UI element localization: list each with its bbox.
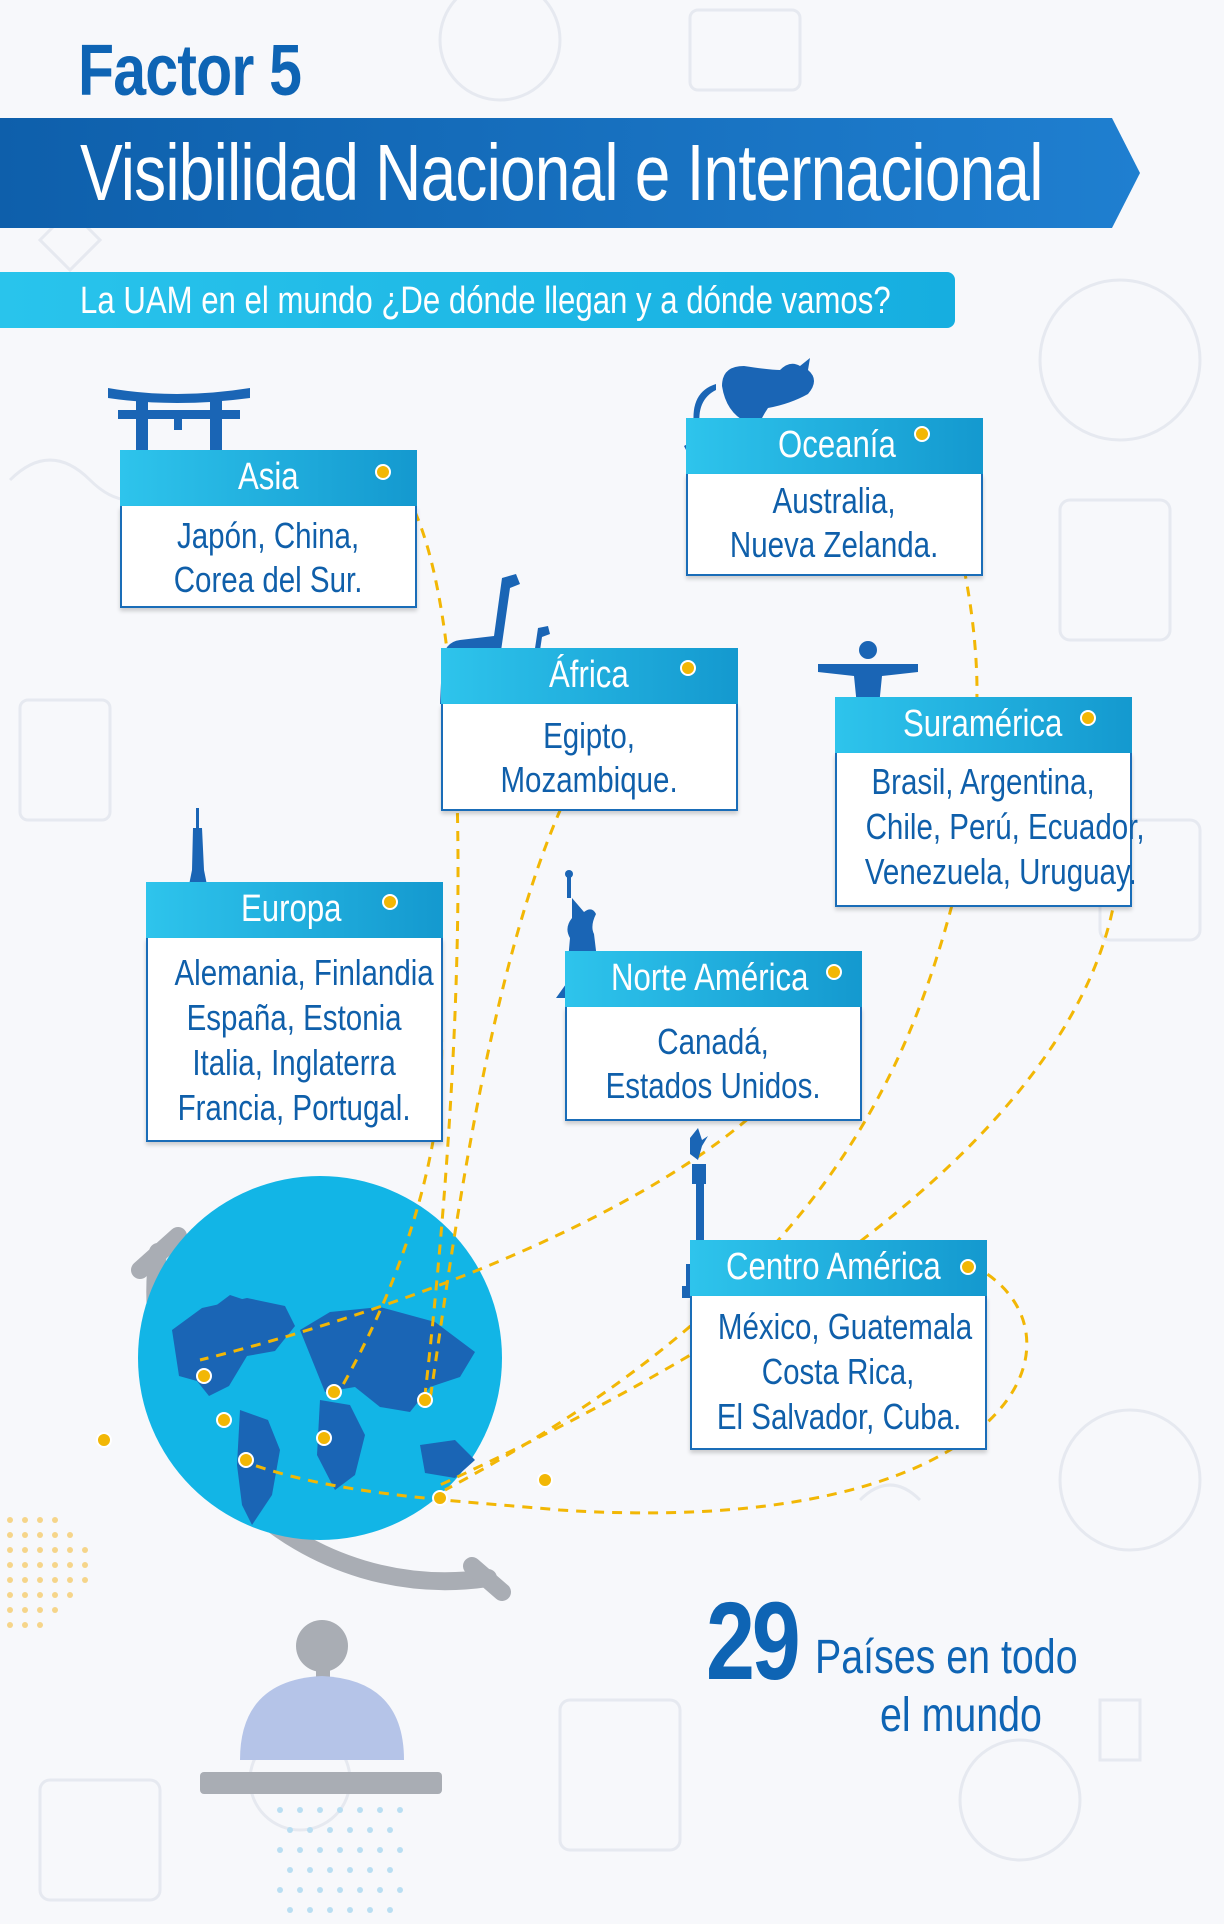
- region-header-europa: [146, 882, 443, 938]
- region-card-africa: África Egipto, Mozambique.: [441, 648, 738, 811]
- region-card-norteamerica: Norte América Canadá, Estados Unidos.: [565, 951, 862, 1121]
- region-header-norteamerica: [565, 951, 862, 1007]
- region-line: Italia, Inglaterra: [192, 1042, 397, 1083]
- region-body-europa: [146, 938, 443, 1142]
- region-title-africa: África: [549, 654, 629, 696]
- region-card-suramerica: Suramérica Brasil, Argentina, Chile, Per…: [835, 697, 1145, 907]
- region-card-oceania: Oceanía Australia, Nueva Zelanda.: [686, 418, 983, 576]
- region-body-norteamerica: [565, 1007, 862, 1121]
- region-line: Nueva Zelanda.: [730, 524, 939, 565]
- region-header-suramerica: [835, 697, 1132, 753]
- route-dot-norteamerica: [826, 964, 842, 980]
- region-card-centroamerica: Centro América México, Guatemala Costa R…: [690, 1240, 987, 1450]
- route-dot-africa: [680, 660, 696, 676]
- route-dot-oceania: [914, 426, 930, 442]
- route-dot-europa: [382, 894, 398, 910]
- subtitle: La UAM en el mundo ¿De dónde llegan y a …: [80, 280, 891, 322]
- region-line: Australia,: [772, 480, 897, 521]
- factor-heading: Factor 5: [78, 31, 302, 111]
- region-body-centroamerica: [690, 1296, 987, 1450]
- region-line: Egipto,: [543, 715, 636, 756]
- region-line: Chile, Perú, Ecuador,: [865, 806, 1145, 847]
- route-dot-centroamerica: [960, 1259, 976, 1275]
- country-count-label-line2: el mundo: [880, 1689, 1042, 1742]
- region-line: Japón, China,: [177, 515, 360, 556]
- region-title-europa: Europa: [241, 888, 342, 930]
- region-line: Mozambique.: [500, 759, 679, 800]
- region-body-africa: [441, 704, 738, 811]
- country-count-label-line1: Países en todo: [815, 1631, 1078, 1684]
- region-title-asia: Asia: [238, 456, 299, 498]
- region-header-centroamerica: [690, 1240, 987, 1296]
- region-title-centroamerica: Centro América: [726, 1246, 941, 1288]
- region-card-europa: Europa Alemania, Finlandia España, Eston…: [146, 882, 443, 1142]
- region-line: El Salvador, Cuba.: [716, 1396, 962, 1437]
- region-line: Canadá,: [657, 1021, 770, 1062]
- region-title-norteamerica: Norte América: [611, 957, 809, 999]
- region-line: Costa Rica,: [762, 1351, 915, 1392]
- region-line: Corea del Sur.: [174, 559, 363, 600]
- region-line: Francia, Portugal.: [177, 1087, 411, 1128]
- region-line: México, Guatemala: [717, 1306, 973, 1347]
- region-line: Brasil, Argentina,: [871, 761, 1096, 802]
- region-line: Alemania, Finlandia: [174, 952, 434, 993]
- country-count: 29: [706, 1580, 801, 1703]
- region-header-africa: [441, 648, 738, 704]
- region-body-asia: [120, 506, 417, 608]
- region-body-suramerica: [835, 753, 1132, 907]
- subtitle-bar: [0, 272, 955, 328]
- region-title-oceania: Oceanía: [778, 424, 896, 466]
- title-banner: [0, 118, 1140, 228]
- region-title-suramerica: Suramérica: [903, 703, 1063, 745]
- region-line: Venezuela, Uruguay.: [864, 851, 1137, 892]
- route-dot-asia: [375, 464, 391, 480]
- region-line: España, Estonia: [187, 997, 402, 1038]
- page-title: Visibilidad Nacional e Internacional: [80, 128, 1043, 217]
- region-line: Estados Unidos.: [606, 1065, 821, 1106]
- region-header-asia: [120, 450, 417, 506]
- region-body-oceania: [686, 474, 983, 576]
- region-header-oceania: [686, 418, 983, 474]
- region-card-asia: Asia Japón, China, Corea del Sur.: [120, 450, 417, 608]
- route-dot-suramerica: [1080, 710, 1096, 726]
